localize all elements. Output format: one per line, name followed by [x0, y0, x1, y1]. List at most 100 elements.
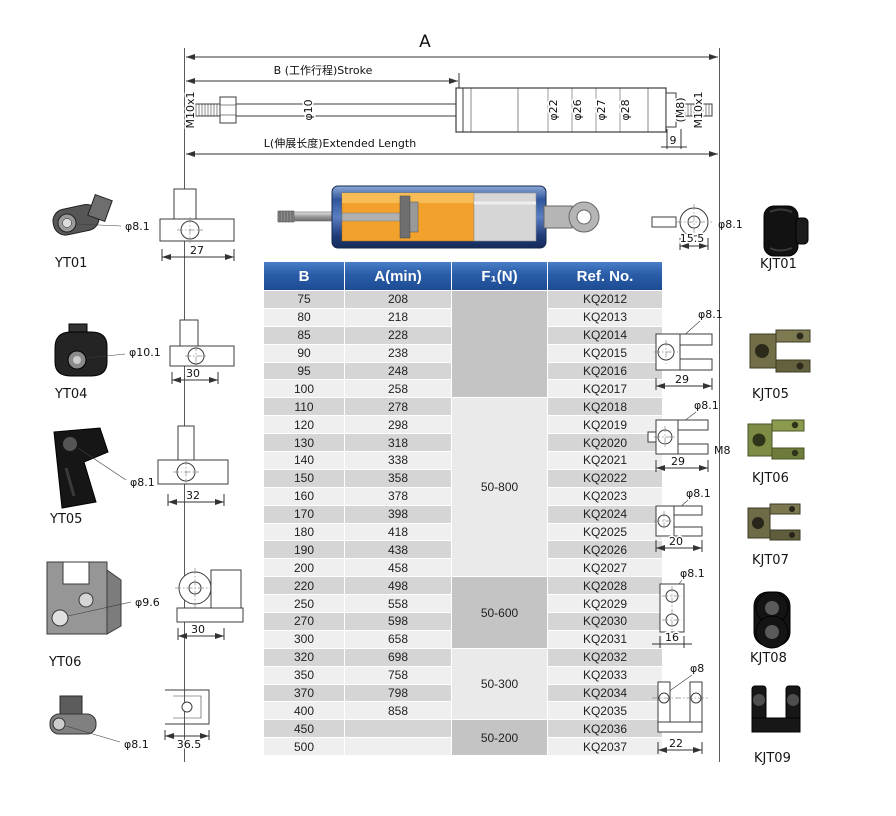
cell-b: 220: [264, 577, 344, 595]
yt01-label: YT01: [54, 256, 87, 271]
cell-b: 85: [264, 326, 344, 344]
cell-a-min: 238: [345, 344, 451, 362]
cell-a-min: 798: [345, 684, 451, 702]
cell-b: 450: [264, 720, 344, 738]
yt-bottom-dia-label: φ8.1: [124, 738, 149, 751]
cell-b: 170: [264, 505, 344, 523]
piston-rod: [277, 210, 335, 223]
cell-ref-no: KQ2037: [548, 738, 662, 756]
kjt05-label: KJT05: [752, 387, 789, 402]
fitting-kjt08: φ8.1 16 KJT08: [652, 567, 791, 666]
thread-left-label: M10x1: [184, 92, 197, 129]
dim-9: 9: [661, 129, 687, 149]
kjt09-label: KJT09: [754, 751, 791, 766]
kjt07-dim: 20: [655, 534, 703, 552]
cell-ref-no: KQ2020: [548, 434, 662, 452]
yt01-dim: 27: [161, 243, 235, 261]
yt05-dia-label: φ8.1: [130, 476, 155, 489]
kjt01-drawing: [651, 204, 712, 240]
cell-b: 370: [264, 684, 344, 702]
kjt05-photo: [749, 329, 811, 373]
cell-ref-no: KQ2027: [548, 559, 662, 577]
cell-a-min: 208: [345, 291, 451, 308]
yt06-photo: [46, 561, 122, 635]
cell-b: 140: [264, 452, 344, 469]
cell-ref-no: KQ2023: [548, 487, 662, 505]
yt05-photo: [53, 427, 109, 509]
left-frame-line: [184, 48, 185, 762]
cell-b: 500: [264, 738, 344, 756]
kjt08-dim-label: 16: [665, 631, 679, 644]
cell-a-min: 558: [345, 595, 451, 613]
kjt06-dim: 29: [655, 454, 709, 472]
cell-ref-no: KQ2018: [548, 398, 662, 416]
dim-a: A: [186, 32, 718, 60]
cell-a-min: 398: [345, 505, 451, 523]
cell-ref-no: KQ2035: [548, 702, 662, 720]
cell-a-min: 658: [345, 630, 451, 648]
kjt06-thread-label: M8: [714, 444, 731, 457]
cell-b: 320: [264, 648, 344, 666]
kjt05-dim: 29: [655, 372, 713, 390]
cell-ref-no: KQ2031: [548, 630, 662, 648]
yt04-photo: [54, 323, 108, 377]
table-header-2: F₁(N): [452, 262, 547, 290]
tube-dia-28: φ28: [619, 99, 632, 120]
kjt01-dim-label: 15.5: [680, 232, 705, 245]
table-header-1: A(min): [345, 262, 451, 290]
table-header-3: Ref. No.: [548, 262, 662, 290]
cell-ref-no: KQ2015: [548, 344, 662, 362]
cell-a-min: 498: [345, 577, 451, 595]
kjt01-dia-label: φ8.1: [718, 218, 743, 231]
yt-bottom-drawing: 36.5: [164, 689, 210, 753]
cell-b: 80: [264, 308, 344, 326]
cell-ref-no: KQ2036: [548, 720, 662, 738]
kjt07-drawing: [654, 505, 703, 537]
cell-ref-no: KQ2012: [548, 291, 662, 308]
cell-b: 75: [264, 291, 344, 308]
yt05-label: YT05: [49, 512, 82, 527]
thread-right-label: M10x1: [692, 92, 705, 129]
cell-force-group: 50-600: [452, 577, 547, 648]
tube-dia-26: φ26: [571, 99, 584, 120]
cell-ref-no: KQ2025: [548, 523, 662, 541]
yt06-label: YT06: [48, 655, 81, 670]
cell-a-min: 278: [345, 398, 451, 416]
yt04-dim: 30: [171, 366, 219, 384]
fitting-kjt07: φ8.1 20 KJT07: [654, 487, 801, 568]
cell-b: 120: [264, 416, 344, 434]
cell-ref-no: KQ2028: [548, 577, 662, 595]
kjt01-photo: [763, 205, 809, 257]
yt05-drawing: [157, 425, 229, 485]
kjt06-dia-label: φ8.1: [694, 399, 719, 412]
yt04-dia-label: φ10.1: [129, 346, 161, 359]
kjt06-dim-label: 29: [671, 455, 685, 468]
kjt07-dim-label: 20: [669, 535, 683, 548]
cell-b: 300: [264, 630, 344, 648]
yt05-dim: 32: [167, 488, 225, 506]
cell-ref-no: KQ2013: [548, 308, 662, 326]
yt01-width-label: 27: [190, 244, 204, 257]
cell-b: 150: [264, 469, 344, 487]
kjt08-dia-label: φ8.1: [680, 567, 705, 580]
cell-ref-no: KQ2014: [548, 326, 662, 344]
cell-force-group: 50-800: [452, 398, 547, 577]
cell-b: 250: [264, 595, 344, 613]
kjt08-photo: [753, 591, 791, 649]
cell-ref-no: KQ2034: [548, 684, 662, 702]
cell-a-min: 378: [345, 487, 451, 505]
kjt01-dim: 15.5: [678, 231, 709, 250]
kjt09-dia-label: φ8: [690, 662, 704, 675]
cell-ref-no: KQ2029: [548, 595, 662, 613]
cell-b: 190: [264, 541, 344, 559]
cell-a-min: 358: [345, 469, 451, 487]
fitting-kjt06: φ8.1 M8 29 KJT06: [647, 399, 805, 486]
cell-a-min: 258: [345, 380, 451, 398]
yt-bottom-photo: [49, 695, 97, 735]
fitting-yt04: φ10.1 30 YT04: [54, 319, 235, 402]
kjt05-drawing: [654, 333, 713, 371]
cell-ref-no: KQ2030: [548, 613, 662, 630]
cell-a-min: 218: [345, 308, 451, 326]
yt05-width-label: 32: [186, 489, 200, 502]
cell-force-group: 50-200: [452, 720, 547, 756]
